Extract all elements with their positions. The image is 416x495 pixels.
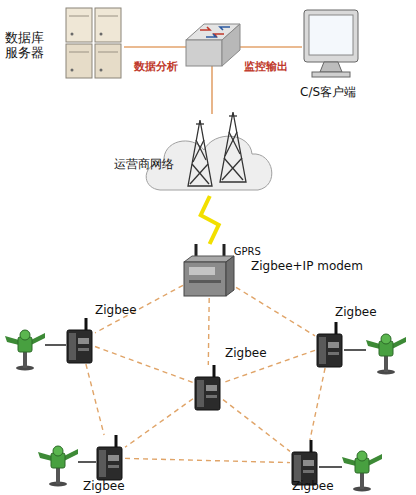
node-label: 运营商网络: [114, 158, 174, 172]
cell-tower-part: [229, 115, 237, 116]
edge-label: GPRS: [234, 246, 261, 257]
zigbee-link: [95, 347, 193, 383]
cell-tower-part: [188, 120, 212, 186]
zigbee-node: Zigbee: [65, 318, 95, 364]
network-switch-part: [186, 40, 222, 66]
cell-tower-part: [222, 158, 242, 180]
zigbee-ip-modem: [184, 244, 234, 296]
client-monitor-part: [312, 72, 350, 77]
sprinkler: [5, 330, 406, 492]
cell-tower-part: [224, 158, 243, 180]
zigbee-node: Zigbee: [193, 365, 223, 411]
node-label: Zigbee: [335, 306, 377, 320]
database-server-part: [71, 33, 74, 36]
cell-tower-part: [229, 132, 240, 154]
sprinkler-part: [366, 334, 406, 375]
network-cable-part: [124, 46, 186, 48]
sprinkler-wire-part: [45, 344, 66, 345]
client-monitor-part: [304, 10, 358, 62]
sprinkler-wire: [45, 345, 366, 467]
zigbee-link: [125, 458, 290, 462]
zigbee-link: [95, 285, 183, 333]
database-server-part: [98, 52, 118, 53]
zigbee-node: Zigbee: [290, 440, 320, 486]
zigbee-link: [223, 400, 290, 452]
zigbee-device-part: [67, 318, 92, 363]
cell-tower-part: [220, 112, 246, 182]
cell-tower-part: [190, 164, 208, 184]
network-switch: [186, 24, 240, 66]
zigbee-link: [125, 399, 193, 448]
cloud-node: 运营商网络: [150, 110, 270, 196]
cell-tower-part: [196, 140, 206, 160]
zigbee-link: [236, 287, 315, 336]
database-server-part: [100, 69, 103, 72]
node-label: Zigbee: [95, 304, 137, 318]
database-server: [66, 8, 121, 78]
zigbee-node: Zigbee: [315, 322, 345, 368]
database-server-part: [69, 16, 89, 17]
zigbee-device-part: [317, 322, 342, 367]
modem-node: Zigbee+IP modem: [183, 244, 236, 298]
link-label: 数据分析: [134, 59, 178, 74]
cell-tower-part: [192, 164, 209, 184]
client-node: C/S客户端: [302, 8, 362, 80]
sprinkler-part: [5, 330, 45, 371]
zigbee-link: [208, 298, 210, 365]
zigbee-ip-modem-part: [226, 256, 234, 296]
sprinkler-wire-part: [78, 461, 96, 462]
zigbee-device: [67, 318, 342, 485]
network-switch-part: [222, 24, 240, 66]
client-monitor-part: [320, 62, 342, 72]
node-label: Zigbee: [225, 347, 267, 361]
database-server-part: [71, 69, 74, 72]
database-server-part: [69, 52, 89, 53]
zigbee-ip-modem-part: [189, 267, 215, 275]
cell-tower-part: [225, 132, 237, 156]
network-cable-part: [240, 46, 302, 48]
database-server-part: [66, 44, 92, 78]
sprinkler-wire-part: [319, 466, 342, 467]
node-label: Zigbee: [292, 480, 334, 494]
database-server-part: [100, 33, 103, 36]
zigbee-node: Zigbee: [95, 435, 125, 481]
client-monitor-part: [309, 15, 353, 55]
gprs-link: [201, 196, 219, 244]
cell-tower-part: [193, 140, 204, 162]
network-cable-part: [211, 66, 213, 114]
node-label: Zigbee+IP modem: [251, 260, 363, 274]
zigbee-device-part: [195, 365, 220, 410]
cell-tower: [188, 112, 246, 186]
zigbee-link: [86, 364, 104, 435]
link-label: 监控输出: [244, 59, 288, 74]
database-server-part: [95, 8, 121, 42]
database-server-part: [95, 44, 121, 78]
zigbee-ip-modem-part: [184, 262, 226, 296]
sprinkler-wire-part: [344, 349, 366, 350]
sprinkler-part: [342, 451, 382, 492]
node-label: Zigbee: [83, 480, 125, 494]
network-switch-part: [206, 27, 230, 37]
zigbee-ip-modem-part: [189, 280, 221, 283]
cell-tower-part: [196, 123, 204, 124]
node-label: 数据库服务器: [5, 31, 51, 61]
sprinkler-part: [38, 446, 78, 487]
database-server-part: [98, 16, 118, 17]
client-monitor: [304, 10, 358, 77]
database-server-part: [66, 8, 92, 42]
zigbee-link: [310, 368, 325, 440]
zigbee-device-part: [97, 435, 122, 480]
server-node: 数据库服务器: [62, 5, 124, 80]
zigbee-device-part: [292, 440, 317, 485]
node-label: C/S客户端: [300, 86, 356, 100]
